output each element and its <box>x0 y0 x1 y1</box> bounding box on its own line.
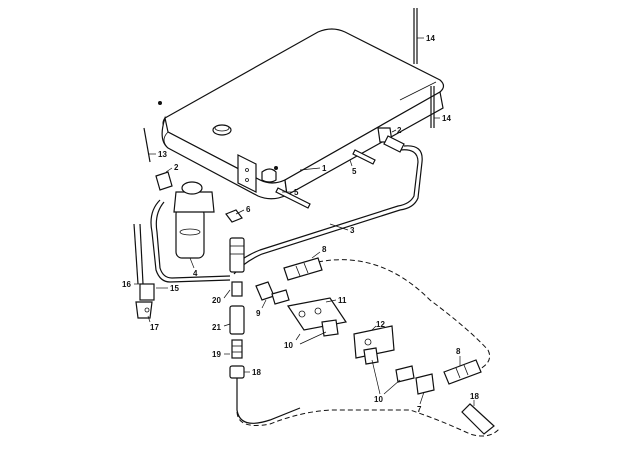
callout-11: 11 <box>338 296 347 305</box>
callout-8-top: 8 <box>322 245 327 254</box>
callout-5-upper: 5 <box>352 167 357 176</box>
tee-fitting <box>395 365 435 395</box>
callout-16: 16 <box>122 280 131 289</box>
callout-1: 1 <box>322 164 327 173</box>
fuel-filter-assembly <box>133 171 243 319</box>
callout-13: 13 <box>158 150 167 159</box>
callout-2-left: 2 <box>174 163 179 172</box>
callout-2-right: 2 <box>397 126 402 135</box>
callout-10-right: 10 <box>374 395 383 404</box>
tank-strap <box>275 149 376 209</box>
callout-6: 6 <box>246 205 251 214</box>
elbow-fitting <box>377 127 405 153</box>
callout-18-right: 18 <box>470 392 479 401</box>
callout-5-lower: 5 <box>294 188 299 197</box>
callout-7: 7 <box>417 405 422 414</box>
callout-18-left: 18 <box>252 368 261 377</box>
callout-3: 3 <box>350 226 355 235</box>
callout-4: 4 <box>193 269 198 278</box>
elbow-9 <box>255 281 275 301</box>
callout-labels: 14 14 13 2 2 1 5 5 6 3 4 16 15 17 20 21 … <box>122 34 479 414</box>
callout-19: 19 <box>212 350 221 359</box>
fitting-column <box>229 237 301 424</box>
fuel-tank <box>158 28 445 200</box>
callout-15: 15 <box>170 284 179 293</box>
callout-21: 21 <box>212 323 221 332</box>
mounting-rod <box>413 8 435 128</box>
bolt-13 <box>143 127 151 163</box>
callout-12: 12 <box>376 320 385 329</box>
leader-lines <box>134 37 475 406</box>
callout-14-top: 14 <box>426 34 435 43</box>
callout-17: 17 <box>150 323 159 332</box>
hose-fitting <box>271 257 495 435</box>
callout-14-right: 14 <box>442 114 451 123</box>
callout-8-right: 8 <box>456 347 461 356</box>
callout-10-left: 10 <box>284 341 293 350</box>
callout-20: 20 <box>212 296 221 305</box>
bracket-12 <box>353 325 395 365</box>
callout-9: 9 <box>256 309 261 318</box>
fuel-hose <box>236 259 501 437</box>
